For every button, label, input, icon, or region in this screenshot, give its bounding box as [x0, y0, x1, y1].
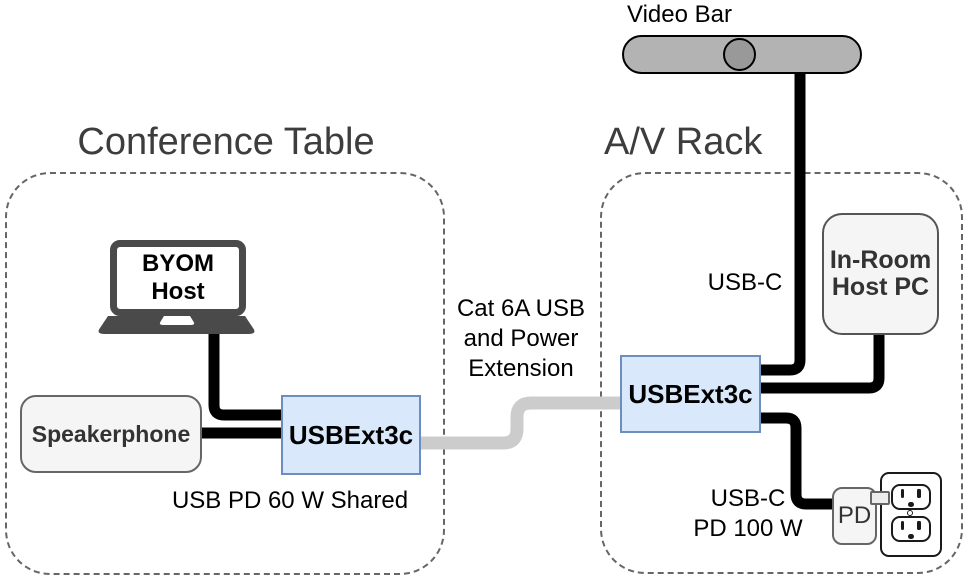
- cable-usbext-to-pd: [760, 412, 833, 510]
- usb-c-pd-label-line2: PD 100 W: [693, 515, 803, 542]
- usbext3c-rack-label: USBExt3c: [628, 378, 753, 409]
- outlet-slot-icon: [917, 520, 921, 530]
- extension-label-line3: Extension: [468, 355, 574, 382]
- outlet-receptacle-top: [890, 483, 931, 510]
- outlet-slot-icon: [900, 488, 904, 498]
- pd-adapter-label: PD: [837, 502, 872, 529]
- outlet-screw-icon: [907, 510, 913, 516]
- in-room-host-pc-node: In-Room Host PC: [822, 213, 939, 335]
- usb-pd-shared-label: USB PD 60 W Shared: [171, 487, 409, 514]
- in-room-pc-label-line2: Host PC: [831, 273, 930, 301]
- outlet-ground-hole-icon: [908, 501, 914, 507]
- speakerphone-node: Speakerphone: [20, 395, 202, 473]
- video-bar-label: Video Bar: [627, 1, 732, 28]
- usbext3c-table-label: USBExt3c: [288, 419, 414, 450]
- usb-c-pd-label: USB-C PD 100 W: [666, 484, 830, 544]
- cable-cat6a-extension: [420, 396, 622, 450]
- usb-c-pd-label-line1: USB-C: [710, 485, 786, 512]
- byom-host-label-line2: Host: [151, 278, 205, 305]
- byom-host-label-line1: BYOM: [142, 250, 214, 277]
- video-bar-icon: [622, 35, 862, 74]
- laptop-icon: BYOM Host: [110, 240, 246, 316]
- extension-label-line1: Cat 6A USB: [456, 295, 586, 322]
- usb-c-videobar-label: USB-C: [707, 269, 783, 296]
- cable-hostpc-to-usbext: [760, 334, 885, 394]
- outlet-slot-icon: [900, 520, 904, 530]
- outlet-receptacle-bottom: [890, 515, 931, 542]
- wall-outlet-icon: [880, 472, 942, 557]
- outlet-ground-hole-icon: [908, 533, 914, 539]
- av-rack-zone: [600, 172, 963, 574]
- plug-prong-icon: [870, 491, 890, 505]
- extension-label-line2: and Power: [463, 325, 579, 352]
- av-rack-title: A/V Rack: [604, 121, 763, 163]
- usbext3c-rack-node: USBExt3c: [620, 355, 761, 433]
- cable-byom-to-usbext: [208, 332, 283, 421]
- outlet-slot-icon: [917, 488, 921, 498]
- camera-lens-icon: [723, 38, 756, 71]
- usbext3c-table-node: USBExt3c: [281, 395, 421, 475]
- conference-table-title: Conference Table: [77, 121, 375, 163]
- in-room-pc-label-line1: In-Room: [829, 246, 932, 274]
- pd-power-adapter-node: PD: [832, 487, 877, 545]
- laptop-trackpad-notch: [159, 316, 195, 325]
- extension-cable-label: Cat 6A USB and Power Extension: [438, 294, 604, 384]
- cable-videobar-to-usbext: [760, 74, 806, 376]
- speakerphone-label: Speakerphone: [31, 420, 191, 447]
- conference-table-zone: [5, 172, 445, 575]
